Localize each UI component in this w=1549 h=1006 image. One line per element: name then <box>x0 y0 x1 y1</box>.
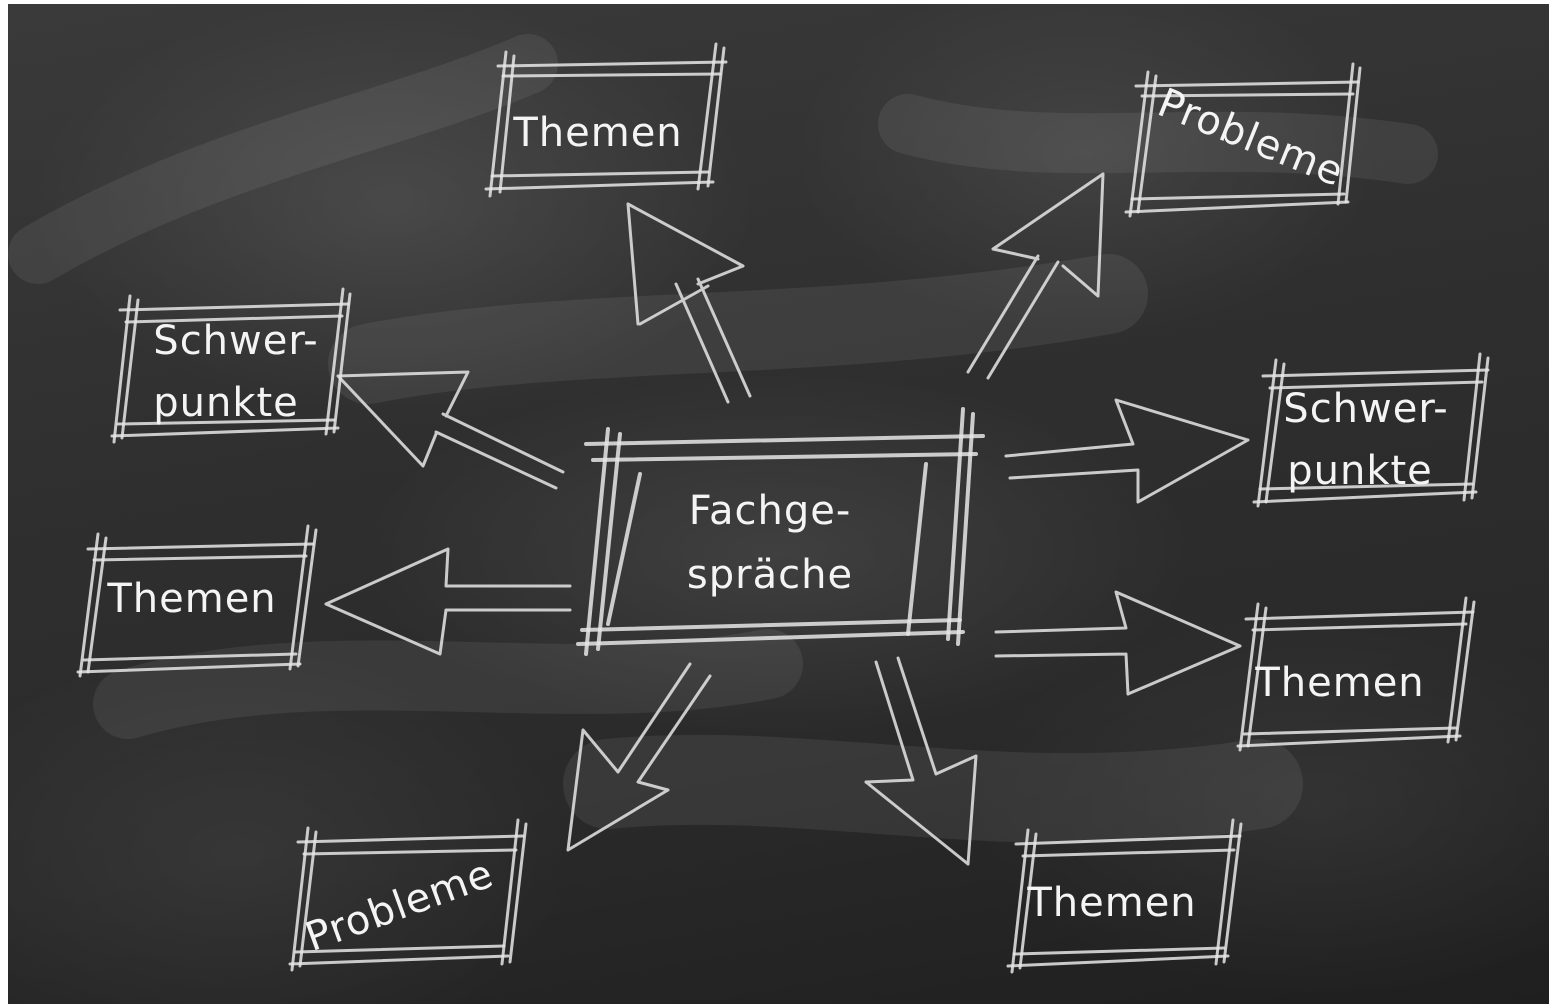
arrow-up-right-to-probleme <box>966 172 1105 380</box>
arrow-left-to-themen <box>324 547 572 656</box>
chalkboard: Fachge- spräche Themen Probleme Schwer- … <box>8 4 1549 1004</box>
left-themen-box <box>76 524 318 678</box>
center-label-line1: Fachge- <box>689 488 852 534</box>
bottom-left-probleme-box <box>288 818 528 972</box>
right-themen-label: Themen <box>1254 660 1424 706</box>
arrow-right-to-themen <box>994 590 1242 696</box>
chalk-smudges <box>8 34 1438 844</box>
right-themen-box <box>1236 596 1476 752</box>
arrow-up-left-to-top-themen <box>626 202 752 404</box>
bottom-right-themen-label: Themen <box>1026 880 1196 926</box>
right-schwerpunkte-label-line2: punkte <box>1287 448 1433 494</box>
mind-map-drawing: Fachge- spräche Themen Probleme Schwer- … <box>8 34 1490 974</box>
center-label-line2: spräche <box>687 552 853 598</box>
bottom-right-themen-box <box>1006 818 1243 974</box>
top-right-probleme-box <box>1124 62 1362 218</box>
left-themen-label: Themen <box>106 576 276 622</box>
right-schwerpunkte-box <box>1252 352 1490 508</box>
left-schwerpunkte-label-line1: Schwer- <box>153 318 318 364</box>
right-schwerpunkte-label-line1: Schwer- <box>1283 386 1448 432</box>
arrow-right-to-schwerpunkte <box>1004 398 1250 504</box>
left-schwerpunkte-label-line2: punkte <box>153 380 299 426</box>
bottom-left-probleme-label: Probleme <box>300 851 500 961</box>
top-themen-label: Themen <box>512 110 682 156</box>
left-schwerpunkte-box <box>110 287 352 444</box>
arrow-down-right-to-themen <box>864 656 978 866</box>
center-box <box>576 407 985 656</box>
arrow-down-left-to-probleme <box>566 662 712 852</box>
top-themen-box <box>484 42 728 198</box>
arrow-left-to-schwerpunkte <box>336 370 565 490</box>
